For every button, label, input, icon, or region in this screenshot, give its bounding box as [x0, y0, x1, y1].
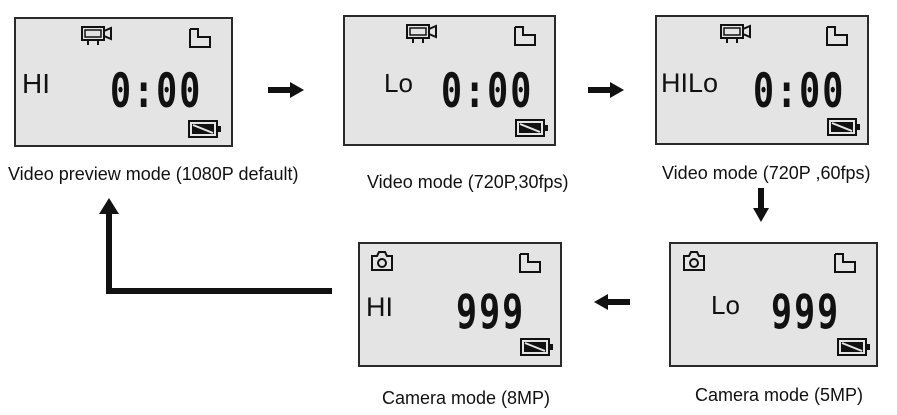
arrow-right-icon	[268, 82, 304, 98]
lcd-screen-video-preview: HI 0:00	[14, 17, 233, 147]
memory-card-icon	[514, 26, 536, 46]
lcd-screen-video-720p60: HILo 0:00	[655, 15, 869, 145]
battery-empty-icon	[520, 338, 553, 356]
memory-card-icon	[519, 253, 541, 273]
video-camera-icon	[406, 24, 437, 43]
resolution-label: Lo	[384, 68, 413, 98]
caption-video-720p60: Video mode (720P ,60fps)	[662, 163, 871, 183]
resolution-label: Lo	[711, 290, 740, 320]
video-camera-icon	[720, 24, 751, 43]
memory-card-icon	[826, 26, 848, 46]
video-camera-icon	[81, 26, 112, 45]
photo-counter: 999	[456, 285, 526, 340]
photo-counter: 999	[771, 285, 841, 340]
arrow-return-icon	[99, 198, 332, 294]
resolution-label: HILo	[661, 68, 719, 98]
time-counter: 0:00	[441, 64, 534, 119]
caption-video-preview: Video preview mode (1080P default)	[8, 164, 299, 184]
lcd-screen-camera-8mp: HI 999	[358, 242, 562, 367]
time-counter: 0:00	[753, 64, 846, 119]
lcd-screen-camera-5mp: Lo 999	[669, 242, 878, 367]
photo-camera-icon	[371, 251, 393, 271]
arrow-down-icon	[753, 188, 769, 222]
resolution-label: HI	[22, 68, 50, 99]
lcd-screen-video-720p30: Lo 0:00	[343, 15, 556, 146]
caption-camera-8mp: Camera mode (8MP)	[382, 388, 551, 408]
time-counter: 0:00	[110, 64, 203, 119]
memory-card-icon	[834, 253, 856, 273]
caption-camera-5mp: Camera mode (5MP)	[695, 385, 864, 405]
battery-empty-icon	[515, 119, 548, 137]
memory-card-icon	[189, 28, 211, 48]
battery-empty-icon	[827, 118, 860, 136]
arrow-right-icon	[588, 82, 624, 98]
battery-empty-icon	[837, 338, 870, 356]
photo-camera-icon	[683, 251, 705, 271]
caption-video-720p30: Video mode (720P,30fps)	[367, 172, 569, 192]
battery-empty-icon	[188, 120, 221, 138]
resolution-label: HI	[366, 292, 393, 322]
arrow-left-icon	[594, 294, 630, 310]
